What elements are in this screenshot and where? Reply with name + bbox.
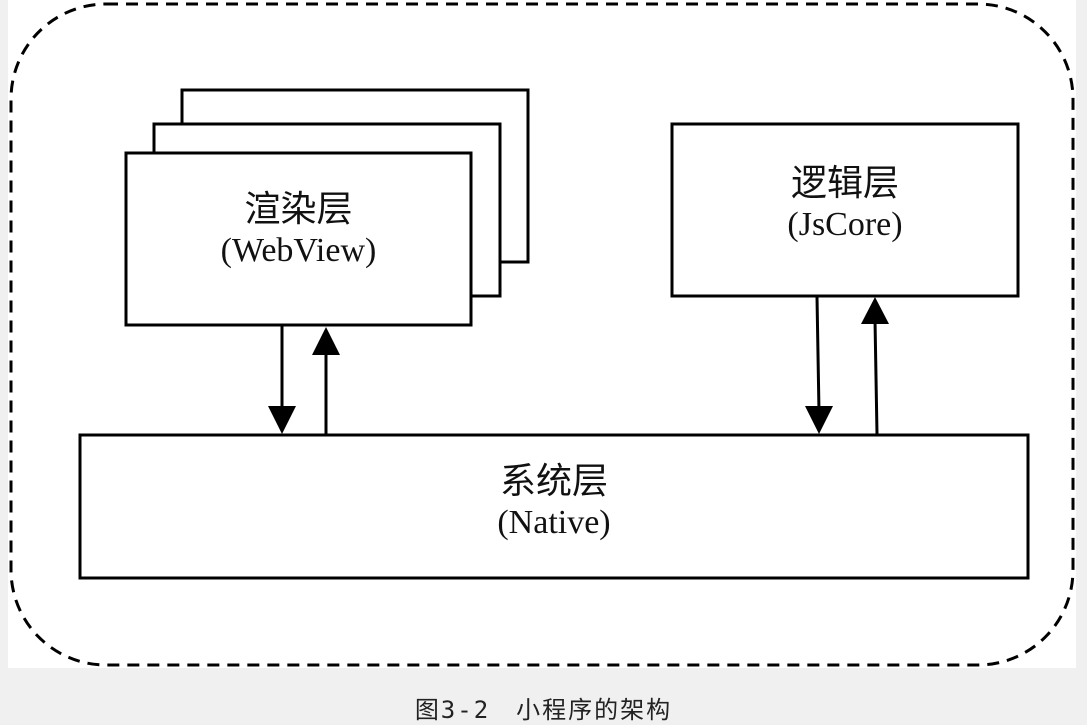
render-layer-name: 渲染层: [244, 189, 353, 230]
native-layer-sub: (Native): [497, 504, 611, 542]
figure-caption: 图3-2 小程序的架构: [414, 696, 673, 724]
arrow-logic-to-native: [815, 296, 821, 413]
native-layer-label: 系统层 (Native): [80, 460, 1028, 544]
native-layer-name: 系统层: [499, 461, 608, 502]
arrow-native-to-logic: [873, 319, 879, 435]
render-layer-box: [124, 151, 473, 327]
render-layer-label: 渲染层 (WebView): [126, 188, 471, 272]
arrowhead-logic-to-native: [805, 406, 833, 434]
logic-layer-name: 逻辑层: [790, 163, 899, 204]
arrowhead-render-to-native: [268, 406, 296, 434]
arrowhead-native-to-render: [312, 327, 340, 355]
render-layer-sub: (WebView): [220, 232, 377, 270]
logic-layer-label: 逻辑层 (JsCore): [672, 162, 1018, 246]
native-layer-box: [78, 433, 1030, 580]
logic-layer-box: [670, 122, 1020, 298]
arrowhead-native-to-logic: [861, 297, 889, 324]
logic-layer-sub: (JsCore): [787, 206, 903, 244]
